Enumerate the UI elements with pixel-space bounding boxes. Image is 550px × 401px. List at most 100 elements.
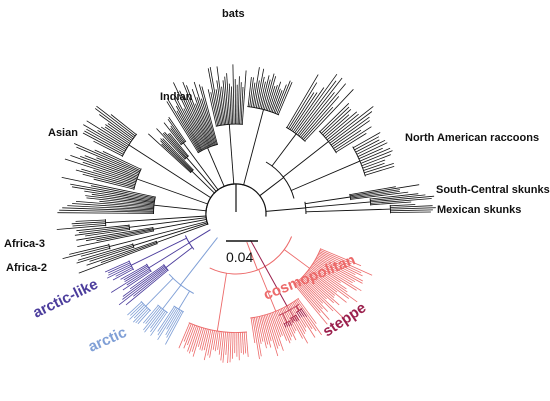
tip-cosmo bbox=[227, 332, 230, 364]
tip-bats bbox=[173, 82, 206, 150]
sub-stem-arcticlk-2 bbox=[130, 237, 187, 266]
tip-arctic bbox=[129, 304, 145, 320]
tip-cosmo bbox=[311, 265, 347, 290]
tip-skunk bbox=[350, 184, 420, 197]
tip-indian bbox=[160, 138, 193, 171]
tip-africa2 bbox=[69, 244, 109, 255]
tip-cosmo bbox=[240, 332, 242, 354]
tip-raccoon bbox=[298, 92, 335, 137]
tip-cosmo bbox=[242, 332, 244, 355]
tip-africa3 bbox=[76, 227, 153, 241]
tip-skunk bbox=[370, 195, 435, 203]
tip-indian bbox=[164, 131, 187, 158]
tip-asian bbox=[85, 195, 155, 205]
tip-asian bbox=[84, 130, 125, 154]
tip-bats bbox=[216, 80, 224, 125]
tip-arcticlk bbox=[122, 265, 165, 297]
tip-cosmo bbox=[255, 317, 262, 344]
tip-cosmo bbox=[183, 324, 194, 349]
tip-raccoon bbox=[363, 162, 385, 171]
tip-asian bbox=[86, 120, 129, 147]
sub-arc-arctic-0 bbox=[173, 305, 185, 313]
tip-bats bbox=[228, 83, 232, 125]
label-arctic-like: arctic-like bbox=[30, 276, 100, 322]
tip-raccoon bbox=[361, 154, 391, 167]
tip-indian bbox=[161, 143, 192, 173]
tip-cosmo bbox=[315, 258, 356, 283]
tip-asian bbox=[107, 123, 133, 141]
tip-raccoon bbox=[359, 147, 391, 162]
tip-cosmo bbox=[306, 271, 336, 296]
tip-asian bbox=[57, 212, 154, 214]
tip-raccoon bbox=[322, 109, 352, 136]
tip-indian bbox=[162, 132, 187, 159]
tip-raccoon bbox=[319, 103, 350, 132]
sub-stem-arctic-1 bbox=[162, 284, 182, 310]
tip-asian bbox=[76, 146, 140, 174]
tip-raccoon bbox=[358, 147, 383, 160]
backbone-arc-inner-2 bbox=[258, 194, 267, 217]
tip-bats bbox=[262, 79, 271, 110]
tip-raccoon bbox=[360, 150, 393, 164]
tip-raccoon bbox=[357, 142, 388, 157]
tip-arcticlk bbox=[123, 265, 148, 281]
tip-arctic bbox=[166, 308, 180, 330]
tip-cosmo bbox=[299, 279, 324, 304]
tip-bats bbox=[174, 98, 203, 151]
tree-branches bbox=[104, 106, 391, 333]
tip-bats bbox=[270, 81, 282, 112]
tip-africa3 bbox=[74, 227, 130, 236]
tip-africa3 bbox=[72, 223, 106, 227]
tip-bats bbox=[254, 80, 260, 108]
tip-cosmo bbox=[300, 278, 334, 312]
tip-cosmo bbox=[197, 327, 205, 347]
sub-arc-asian-2 bbox=[121, 133, 138, 158]
tip-arctic bbox=[150, 311, 168, 336]
tip-bats bbox=[263, 73, 275, 110]
tip-asian bbox=[90, 185, 156, 199]
tip-bats bbox=[273, 90, 283, 113]
tip-raccoon bbox=[353, 132, 381, 149]
tip-africa3 bbox=[56, 224, 106, 230]
tip-raccoon bbox=[289, 92, 315, 130]
tip-cosmo bbox=[266, 314, 279, 349]
tip-cosmo bbox=[178, 322, 190, 349]
tip-indian bbox=[156, 128, 186, 160]
tip-raccoon bbox=[303, 106, 334, 140]
scale-bar-label: 0.04 bbox=[226, 249, 253, 265]
tip-cosmo bbox=[271, 312, 282, 338]
tip-bats bbox=[186, 85, 211, 147]
sub-stem-bats-1 bbox=[228, 124, 235, 185]
tip-cosmo bbox=[280, 308, 297, 341]
tip-cosmo bbox=[297, 298, 317, 324]
tip-cosmo bbox=[238, 332, 240, 361]
tip-asian bbox=[102, 151, 142, 170]
tip-bats bbox=[209, 67, 221, 126]
tip-steppe bbox=[285, 322, 289, 327]
tip-indian bbox=[162, 138, 194, 171]
tip-cosmo bbox=[187, 325, 197, 352]
tip-cosmo bbox=[286, 305, 309, 344]
tip-cosmo bbox=[320, 248, 362, 267]
tip-asian bbox=[91, 193, 155, 204]
tip-arcticlk bbox=[112, 268, 134, 281]
tip-skunk bbox=[350, 191, 400, 199]
base-arc-africa2 bbox=[206, 220, 209, 225]
sub-arc-steppe-0 bbox=[295, 308, 303, 313]
base-arc-arctic bbox=[168, 273, 194, 294]
base-arc-cosmo bbox=[209, 236, 293, 275]
tip-raccoon bbox=[356, 139, 386, 155]
sub-stem-arcticlk-0 bbox=[165, 247, 193, 268]
tip-raccoon bbox=[326, 113, 359, 141]
tip-cosmo bbox=[218, 331, 223, 355]
tip-cosmo bbox=[225, 332, 228, 355]
sub-arc-steppe-2 bbox=[283, 320, 291, 325]
tip-skunk bbox=[390, 207, 436, 210]
tip-steppe bbox=[297, 310, 303, 317]
tip-skunk bbox=[390, 211, 431, 213]
tip-skunk bbox=[370, 201, 412, 206]
tip-cosmo bbox=[229, 332, 232, 363]
tip-raccoon bbox=[364, 163, 394, 174]
tip-bats bbox=[259, 81, 266, 109]
label-africa3: Africa-3 bbox=[4, 238, 45, 250]
